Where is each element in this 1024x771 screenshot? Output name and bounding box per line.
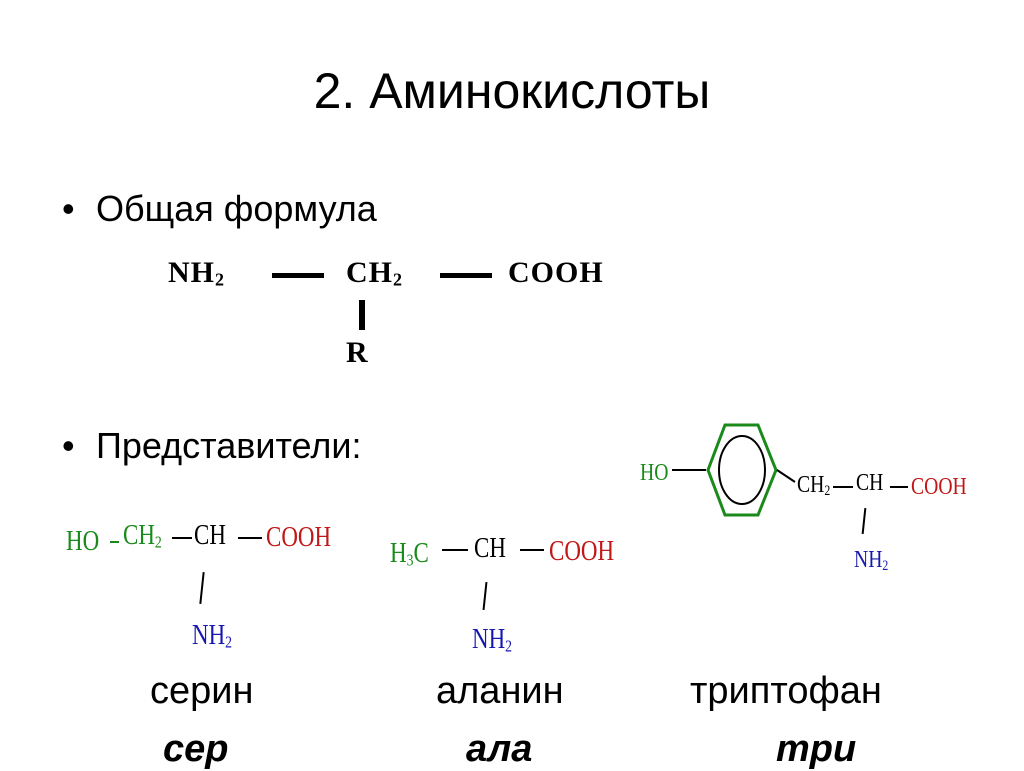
bullet-general-formula: • Общая формула <box>62 188 377 230</box>
tryptophan-nh2: NH2 <box>854 547 889 574</box>
serine-abbr: сер <box>163 728 229 770</box>
serine-name: серин <box>150 670 254 712</box>
bullet-mark: • <box>62 425 75 466</box>
serine-cooh: COOH <box>266 522 332 553</box>
serine-nh2: NH2 <box>192 620 233 652</box>
alanine-bond-2 <box>520 549 544 551</box>
bullet-mark: • <box>62 188 75 229</box>
alanine-abbr: ала <box>466 728 533 770</box>
tryptophan-ho: HO <box>640 460 669 486</box>
serine-ho: HO <box>66 526 100 557</box>
alanine-bond-1 <box>442 549 468 551</box>
alanine-h3c: H3C <box>390 538 429 570</box>
bullet-representatives: • Представители: <box>62 425 362 467</box>
formula-nh2: NH2 <box>168 256 225 290</box>
alanine-name: аланин <box>436 670 564 712</box>
formula-r: R <box>346 336 369 369</box>
tryptophan-cooh: COOH <box>911 474 967 500</box>
serine-bond-3 <box>238 537 262 539</box>
serine-ch: CH <box>194 520 226 551</box>
tryptophan-abbr: три <box>776 728 857 770</box>
tryptophan-bond-1 <box>833 486 853 488</box>
bullet-representatives-text: Представители: <box>96 425 362 466</box>
alanine-ch: CH <box>474 533 506 564</box>
tryptophan-ch2: CH2 <box>797 472 831 499</box>
tryptophan-bond-2 <box>890 486 908 488</box>
serine-ch2: CH2 <box>123 520 162 552</box>
tryptophan-ch: CH <box>856 470 884 496</box>
bullet-general-formula-text: Общая формула <box>96 188 377 229</box>
alanine-nh2: NH2 <box>472 624 513 656</box>
formula-bond-vertical <box>359 300 365 330</box>
formula-bond-1 <box>272 273 324 278</box>
serine-bond-2 <box>172 537 192 539</box>
serine-bond-1 <box>110 541 119 543</box>
formula-ch2: CH2 <box>346 256 403 290</box>
formula-bond-2 <box>440 273 492 278</box>
tryptophan-name: триптофан <box>690 670 882 712</box>
alanine-cooh: COOH <box>549 536 615 567</box>
formula-cooh: COOH <box>508 256 604 289</box>
slide-title: 2. Аминокислоты <box>313 63 711 119</box>
